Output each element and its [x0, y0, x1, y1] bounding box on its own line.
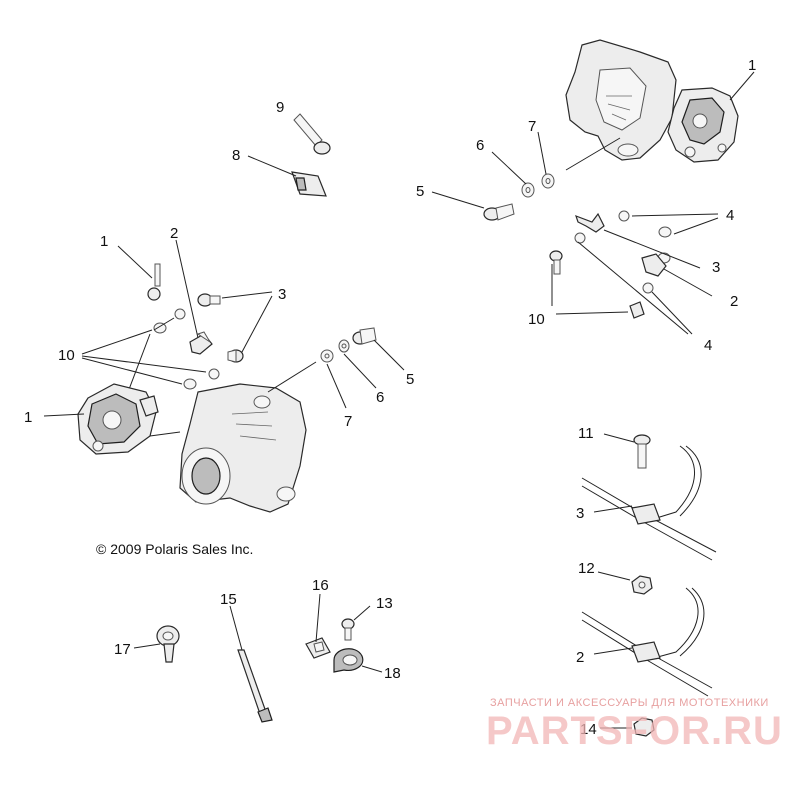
grommet-17 — [156, 625, 180, 663]
nut-12 — [631, 575, 653, 595]
callout-5-center: 5 — [406, 371, 414, 388]
banjo-fitting-top — [575, 212, 605, 233]
callout-1-left: 1 — [24, 409, 32, 426]
washer-4-left-b — [174, 308, 186, 320]
callout-8: 8 — [232, 147, 240, 164]
hose-fitting-top — [641, 253, 667, 277]
watermark-brand: PARTSFOR.RU — [486, 709, 783, 753]
callout-3-top: 3 — [712, 259, 720, 276]
washer-4-left-a — [153, 322, 167, 334]
bolt-11 — [633, 434, 651, 469]
banjo-fitting-left — [189, 331, 213, 355]
brake-caliper-top — [667, 87, 739, 163]
callout-5-top: 5 — [416, 183, 424, 200]
bolt-5-center — [352, 327, 377, 345]
callout-6-top: 6 — [476, 137, 484, 154]
callout-6-center: 6 — [376, 389, 384, 406]
callout-4-left: 10 — [58, 347, 75, 364]
callout-7-center: 7 — [344, 413, 352, 430]
screw-13 — [341, 618, 355, 641]
bolt-5-top — [483, 203, 515, 221]
callout-3-left: 2 — [170, 225, 178, 242]
knuckle-housing-left — [179, 383, 307, 513]
brake-lines-upper — [581, 445, 717, 561]
washer-4-left-c — [208, 368, 220, 380]
bracket-8 — [291, 171, 327, 197]
knuckle-housing-top — [565, 39, 677, 161]
callout-9: 9 — [276, 99, 284, 116]
callout-7-top: 7 — [528, 118, 536, 135]
callout-16: 16 — [312, 577, 329, 594]
bleeder-10-top — [629, 301, 645, 319]
callout-2-top: 2 — [730, 293, 738, 310]
callout-13: 13 — [376, 595, 393, 612]
washer-4-left-d — [183, 378, 197, 390]
bolt-10-left-a — [197, 293, 221, 307]
clip-16 — [305, 637, 331, 659]
callout-15: 15 — [220, 591, 237, 608]
callout-3-clamp: 3 — [576, 505, 584, 522]
callout-17: 17 — [114, 641, 131, 658]
callout-10-left: 3 — [278, 286, 286, 303]
brake-lines-lower — [581, 587, 713, 697]
callout-4-top: 4 — [726, 207, 734, 224]
copyright-notice: © 2009 Polaris Sales Inc. — [96, 541, 253, 557]
bolt-10-left-b — [227, 349, 244, 363]
nut-14 — [633, 717, 655, 737]
bolt-10-top — [549, 250, 563, 275]
callout-1-top: 1 — [748, 57, 756, 74]
callout-18: 18 — [384, 665, 401, 682]
callout-11: 11 — [578, 425, 594, 442]
clamp-18 — [333, 648, 364, 673]
callout-4-top-lower: 4 — [704, 337, 712, 354]
callout-10-top: 10 — [528, 311, 545, 328]
callout-12: 12 — [578, 560, 595, 577]
callout-2-clamp: 2 — [576, 649, 584, 666]
callout-2-left: 1 — [100, 233, 108, 250]
callout-14: 14 — [580, 721, 597, 738]
watermark-tagline: ЗАПЧАСТИ И АКСЕССУАРЫ ДЛЯ МОТОТЕХНИКИ — [490, 697, 769, 709]
hose-fitting-left — [147, 263, 161, 301]
brake-caliper-left — [77, 383, 159, 455]
cable-tie-15 — [237, 649, 273, 723]
screw-9 — [293, 113, 331, 155]
